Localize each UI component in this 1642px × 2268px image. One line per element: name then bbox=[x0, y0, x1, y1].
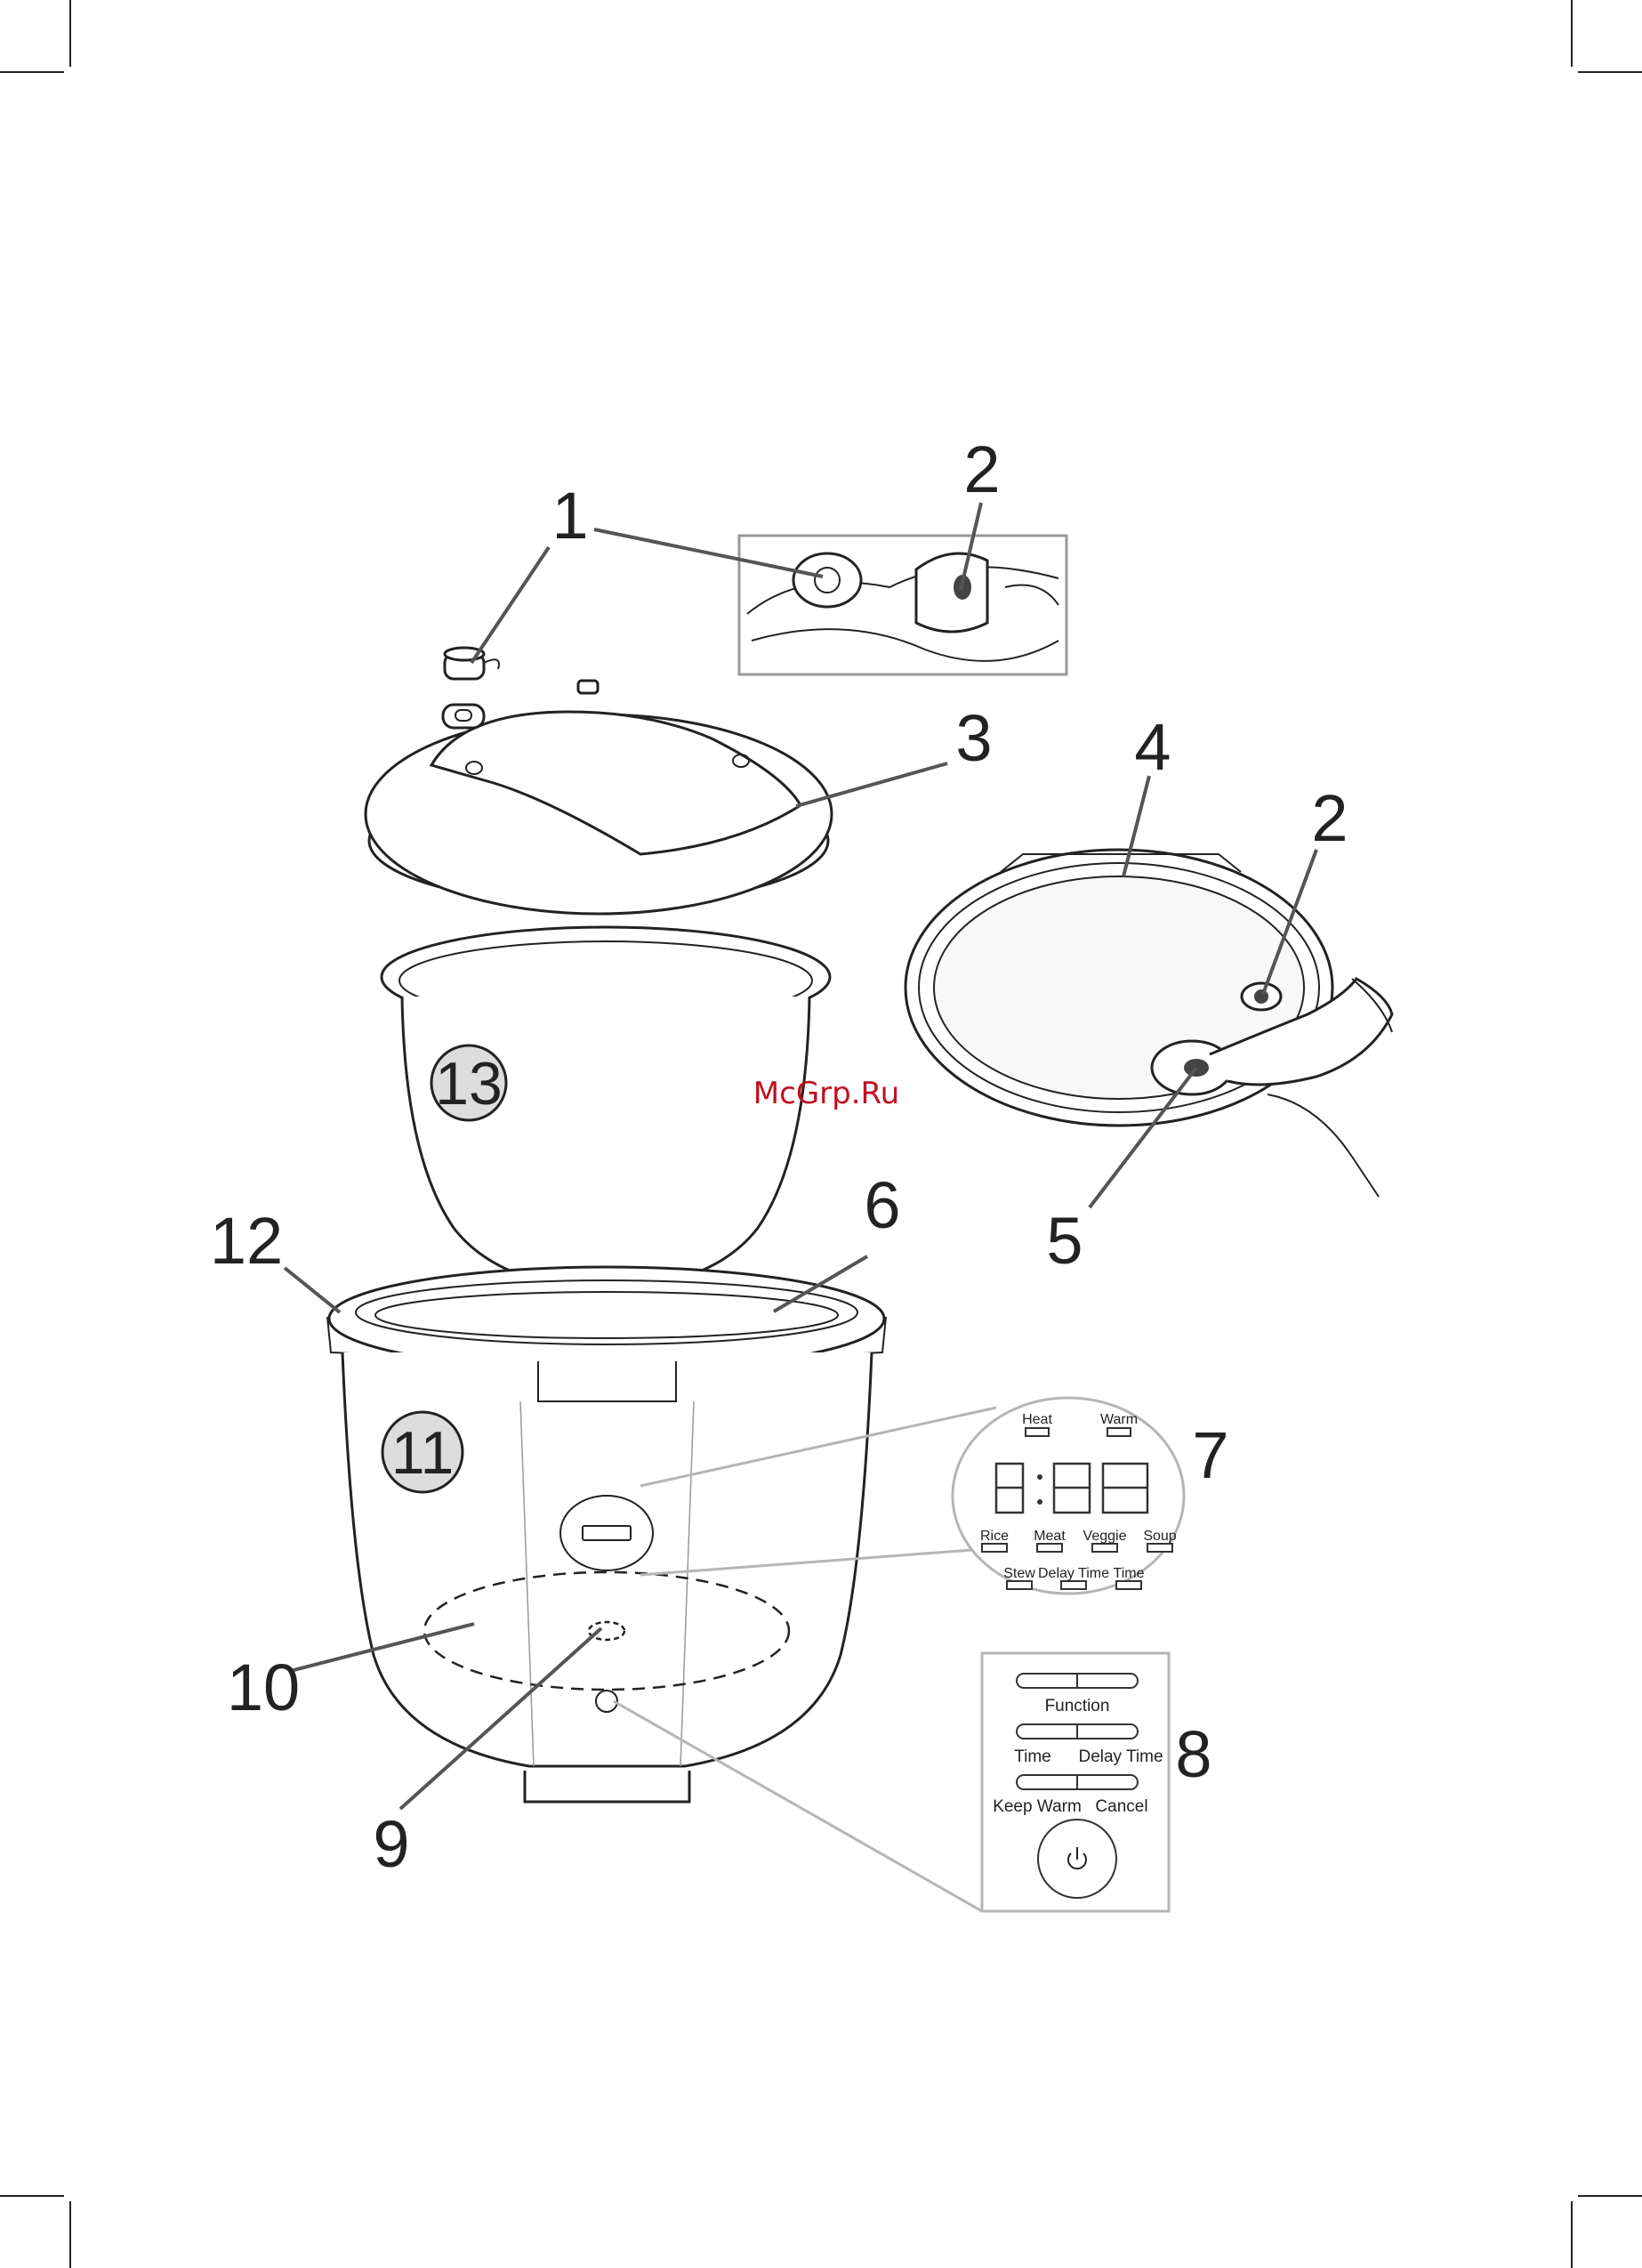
label-warm: Warm bbox=[1100, 1412, 1138, 1427]
lid bbox=[366, 681, 832, 914]
lid-underside bbox=[906, 850, 1392, 1197]
callout-1: 1 bbox=[551, 479, 588, 553]
label-cancel: Cancel bbox=[1095, 1797, 1147, 1816]
callout-9: 9 bbox=[373, 1807, 409, 1881]
callout-5: 5 bbox=[1046, 1204, 1083, 1278]
callout-10: 10 bbox=[227, 1651, 300, 1724]
label-soup: Soup bbox=[1143, 1529, 1176, 1544]
watermark: McGrp.Ru bbox=[753, 1076, 899, 1111]
callout-8: 8 bbox=[1175, 1717, 1211, 1791]
callout-13: 13 bbox=[435, 1050, 503, 1118]
callout-4: 4 bbox=[1134, 710, 1171, 784]
callout-6: 6 bbox=[864, 1168, 900, 1242]
label-heat: Heat bbox=[1022, 1412, 1052, 1427]
label-time: Time bbox=[1114, 1566, 1145, 1581]
callout-11: 11 bbox=[391, 1419, 455, 1487]
label-time-button: Time bbox=[1014, 1747, 1051, 1766]
callout-3: 3 bbox=[955, 701, 992, 775]
callout-2-top: 2 bbox=[963, 432, 1000, 506]
label-veggie: Veggie bbox=[1083, 1529, 1127, 1544]
callout-12: 12 bbox=[210, 1204, 283, 1278]
outer-housing bbox=[327, 1267, 886, 1802]
label-delay-time-button: Delay Time bbox=[1078, 1747, 1163, 1766]
label-meat: Meat bbox=[1034, 1529, 1066, 1544]
label-stew: Stew bbox=[1003, 1566, 1035, 1581]
label-rice: Rice bbox=[980, 1529, 1009, 1544]
label-function: Function bbox=[1045, 1697, 1110, 1715]
callout-7: 7 bbox=[1192, 1418, 1228, 1492]
label-delay-time: Delay Time bbox=[1038, 1566, 1109, 1581]
label-keep-warm: Keep Warm bbox=[993, 1797, 1082, 1816]
handle-detail-inset bbox=[739, 536, 1066, 674]
pressure-valve-knob bbox=[445, 648, 499, 679]
callout-2-right: 2 bbox=[1311, 781, 1348, 855]
